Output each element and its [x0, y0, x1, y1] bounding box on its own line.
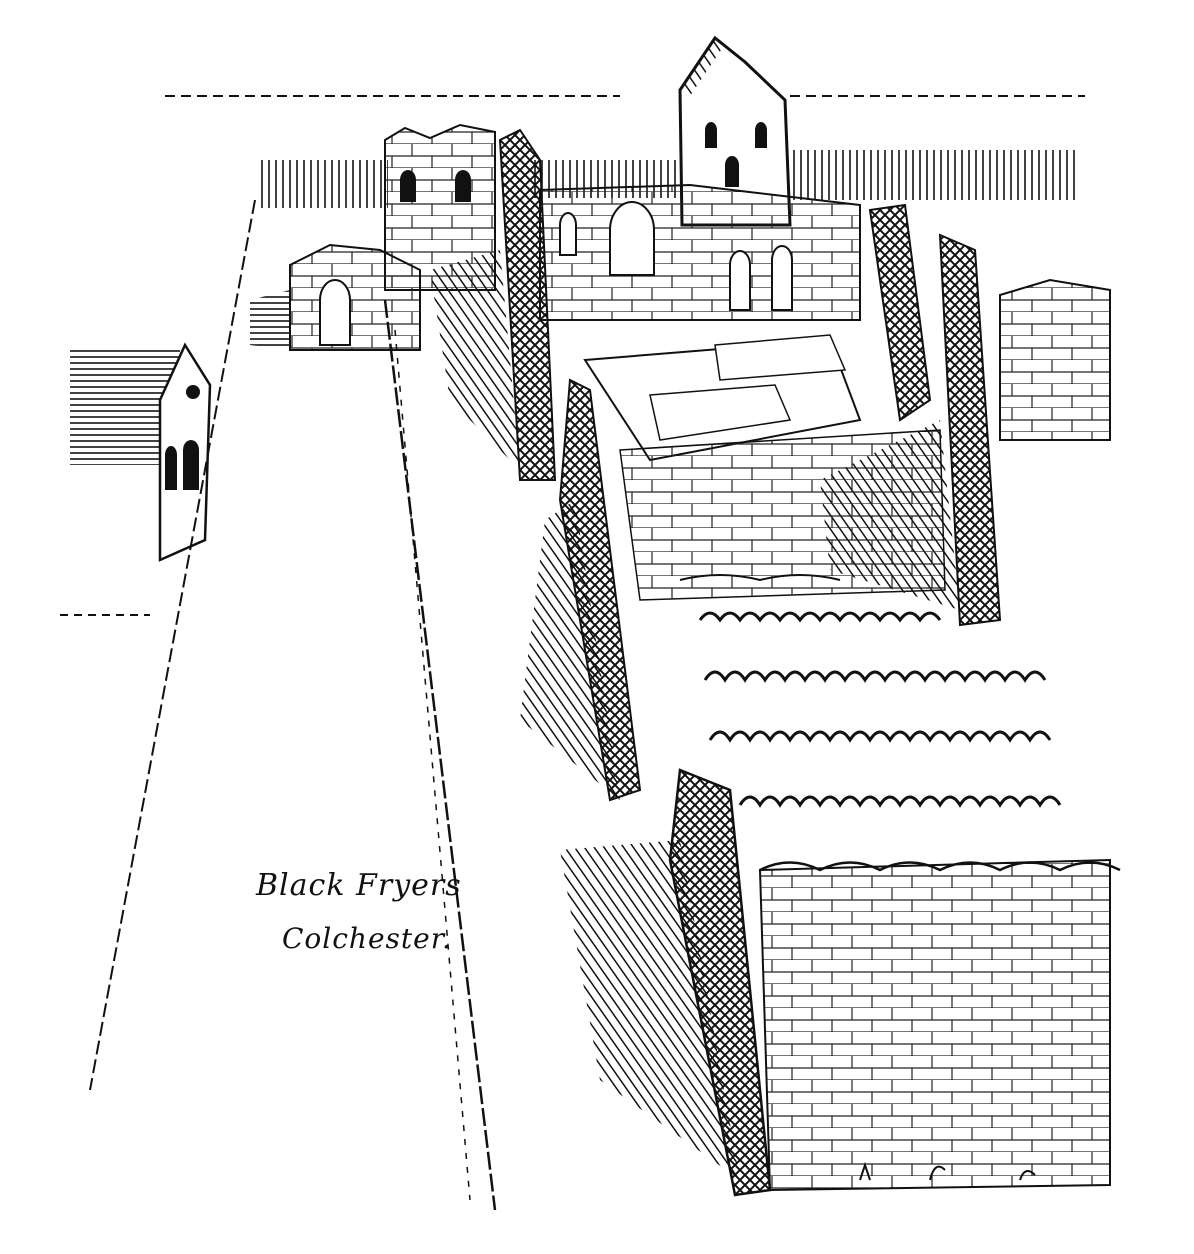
- hedge-rows: [698, 611, 1062, 808]
- ground-tufts: [679, 574, 1036, 1181]
- middle-brick-wall: [619, 429, 946, 601]
- tomb-slabs: [583, 334, 862, 462]
- wall-pillars: [498, 128, 1002, 1197]
- caption-place: Colchester.: [282, 922, 452, 955]
- caption-title: Black Fryers: [256, 868, 462, 903]
- road-edges: [60, 199, 497, 1211]
- ruined-walls: [289, 123, 1111, 441]
- foreground-brick-wall: [758, 858, 1121, 1192]
